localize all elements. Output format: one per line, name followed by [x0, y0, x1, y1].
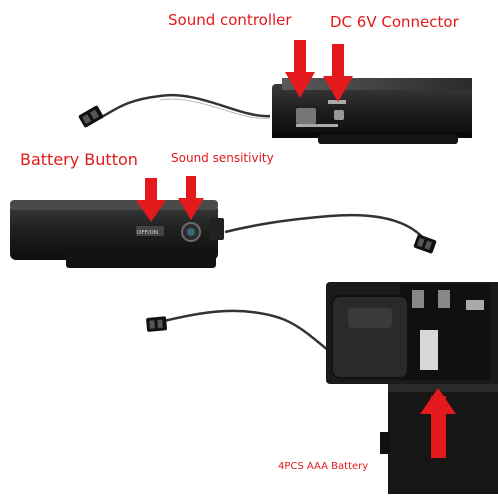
annotation-arrows — [136, 40, 456, 458]
middle-device-top-face — [10, 200, 218, 210]
arrow-sound-controller — [285, 40, 315, 98]
bottom-device-plug — [146, 316, 167, 332]
arrow-sound-sensitivity — [178, 176, 204, 220]
label-sound-sensitivity: Sound sensitivity — [171, 151, 274, 165]
top-device-clip — [318, 134, 458, 144]
label-sound-controller: Sound controller — [168, 11, 292, 29]
top-device — [78, 78, 472, 144]
arrow-battery-head — [420, 388, 456, 414]
bottom-device-cable — [159, 309, 329, 351]
switch-marking: OFF/ON — [137, 230, 158, 236]
middle-device: OFF/ON — [10, 200, 437, 268]
arrow-dc-connector — [323, 44, 353, 102]
top-device-cable — [99, 93, 271, 120]
dc-6v-jack — [334, 110, 344, 120]
top-device-body — [272, 84, 472, 136]
top-device-top-face — [282, 78, 472, 90]
label-battery-type: 4PCS AAA Battery — [278, 461, 369, 472]
sound-controller-knob — [296, 108, 316, 124]
label-battery-button: Battery Button — [20, 150, 138, 169]
top-device-cable-shadow — [159, 98, 271, 119]
middle-device-plug — [413, 234, 437, 254]
label-dc-6v-connector: DC 6V Connector — [330, 13, 459, 31]
battery-switch — [136, 226, 164, 236]
arrow-battery-button — [136, 178, 166, 222]
bottom-device — [146, 282, 498, 494]
top-device-plug — [78, 105, 104, 128]
middle-device-clip — [66, 252, 216, 268]
middle-device-body — [10, 204, 218, 260]
middle-device-cable — [224, 213, 426, 241]
